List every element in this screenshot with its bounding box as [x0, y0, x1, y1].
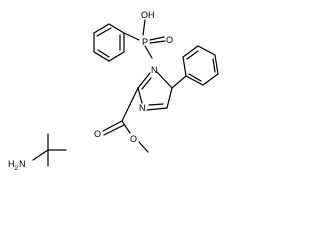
amine-hydrogen-label: H [8, 159, 15, 169]
hydroxyl-label: OH [141, 10, 155, 20]
molecule-canvas: OH P O N N O O H 2 N [8, 10, 219, 172]
tert-butylamine [32, 133, 67, 167]
methyl-ester [102, 87, 149, 153]
pyrazole-n2-label: N [139, 103, 146, 113]
phenyl-ring-right [171, 45, 219, 89]
amine-hydrogen-count: 2 [15, 165, 19, 172]
phosphoryl-oxygen-label: O [166, 35, 173, 45]
carbonyl-oxygen-label: O [94, 129, 101, 139]
amine-nitrogen-label: N [19, 159, 26, 169]
phosphorus-label: P [142, 37, 148, 47]
phosphonic-group [142, 19, 166, 59]
phenyl-ring-left [93, 23, 140, 62]
pyrazole-n1-label: N [151, 65, 158, 75]
pyrazole-ring [137, 71, 173, 111]
ester-oxygen-label: O [130, 134, 137, 144]
structure-diagram: OH P O N N O O H 2 N [8, 10, 219, 172]
